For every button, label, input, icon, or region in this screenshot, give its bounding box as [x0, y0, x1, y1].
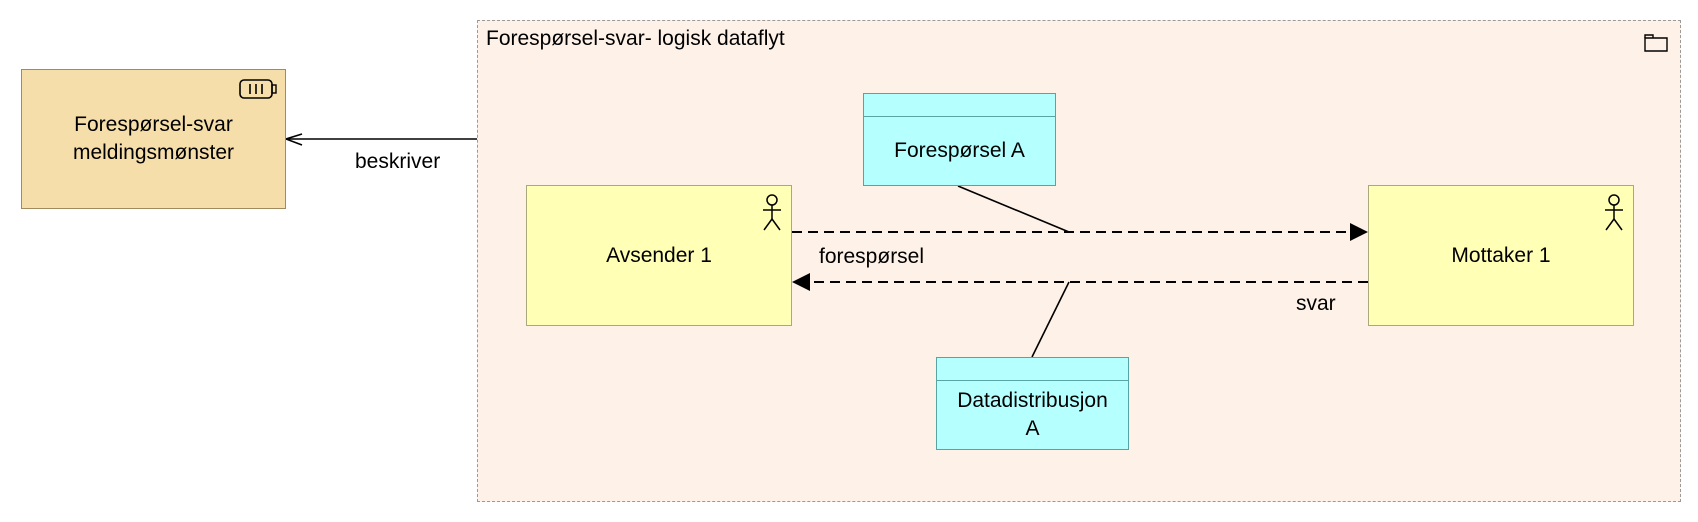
data-object-request-label: Forespørsel A — [894, 139, 1025, 162]
data-object-distribution[interactable]: Datadistribusjon A — [936, 357, 1129, 450]
pattern-label-line2: meldingsmønster — [72, 141, 235, 164]
actor-sender-label: Avsender 1 — [606, 243, 712, 267]
describes-label: beskriver — [355, 150, 441, 173]
data-object-request[interactable]: Forespørsel A — [863, 93, 1056, 186]
battery-icon — [239, 79, 277, 99]
actor-sender[interactable]: Avsender 1 — [526, 185, 792, 326]
data-object-distribution-line1: Datadistribusjon — [957, 389, 1108, 412]
data-object-header-band — [937, 380, 1128, 381]
pattern-box[interactable]: Forespørsel-svar meldingsmønster — [21, 69, 286, 209]
data-object-header-band — [864, 116, 1055, 117]
folder-icon — [1644, 34, 1668, 52]
data-object-distribution-line2: A — [1025, 417, 1040, 440]
pattern-label: Forespørsel-svar meldingsmønster — [73, 111, 234, 167]
actor-receiver-label: Mottaker 1 — [1451, 243, 1551, 267]
distribution-data-association[interactable] — [1031, 281, 1070, 358]
describes-arrow-tip — [283, 133, 303, 146]
reply-flow-label: svar — [1296, 292, 1336, 315]
actor-receiver[interactable]: Mottaker 1 — [1368, 185, 1634, 326]
pattern-label-line1: Forespørsel-svar — [74, 113, 233, 136]
request-flow-label: forespørsel — [819, 245, 925, 268]
actor-icon — [763, 194, 781, 231]
request-data-association[interactable] — [957, 185, 1070, 233]
actor-icon — [1605, 194, 1623, 231]
data-object-distribution-label: Datadistribusjon A — [957, 387, 1108, 443]
group-title: Forespørsel-svar- logisk dataflyt — [486, 27, 785, 50]
